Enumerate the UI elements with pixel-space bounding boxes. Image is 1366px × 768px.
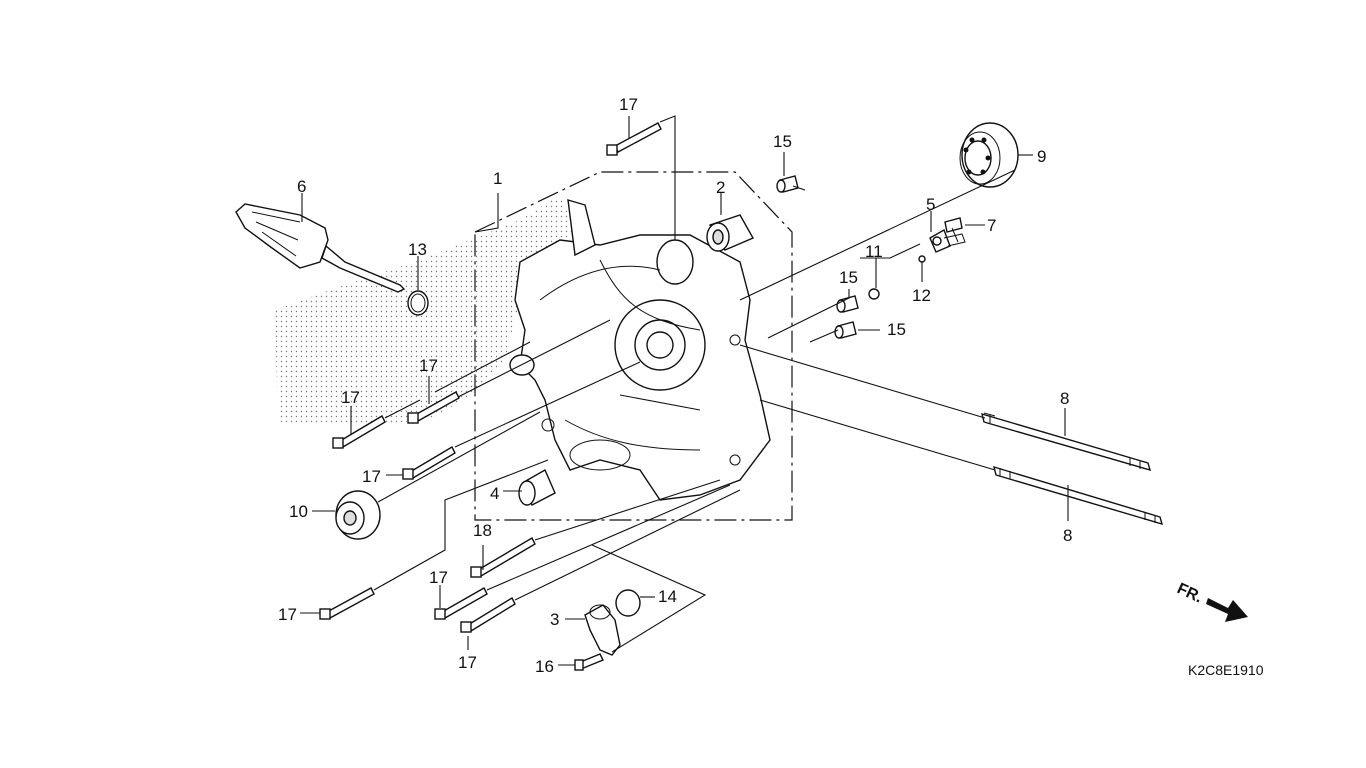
dowel-pin-part-15-top: [776, 175, 799, 193]
label-part-12: 12: [912, 286, 931, 305]
label-part-16: 16: [535, 657, 554, 676]
bolt-part-17-e: [434, 587, 488, 620]
label-part-4: 4: [490, 484, 499, 503]
label-part-17-b: 17: [341, 388, 360, 407]
label-part-17-top: 17: [619, 95, 638, 114]
label-part-15-mid: 15: [839, 268, 858, 287]
front-indicator-label: FR.: [1174, 580, 1205, 606]
label-part-8-bottom: 8: [1063, 526, 1072, 545]
label-part-17-a: 17: [419, 356, 438, 375]
dipstick-part-6: [235, 203, 406, 293]
label-part-17-c: 17: [362, 467, 381, 486]
label-part-7: 7: [987, 216, 996, 235]
oil-seal-part-10: [335, 490, 381, 540]
bearing-part-9: [959, 122, 1019, 188]
bolt-part-17-f: [460, 597, 516, 633]
o-ring-part-14: [615, 589, 641, 617]
washer-part-12: [918, 255, 926, 263]
label-part-17-e: 17: [429, 568, 448, 587]
label-part-3: 3: [550, 610, 559, 629]
label-part-13: 13: [408, 240, 427, 259]
bolt-part-18: [470, 537, 536, 578]
label-part-11: 11: [865, 242, 883, 261]
bolt-part-17-d: [319, 587, 375, 620]
stud-bolt-part-8-top: [981, 412, 1152, 472]
collar-part-2: [706, 214, 754, 252]
label-part-2: 2: [716, 178, 725, 197]
dowel-pin-part-15-low: [834, 321, 857, 339]
label-part-8-top: 8: [1060, 389, 1069, 408]
assembly-frame: [474, 171, 793, 521]
label-part-14: 14: [658, 587, 677, 606]
label-part-1: 1: [493, 169, 502, 188]
label-part-17-f: 17: [458, 653, 477, 672]
cover-part-3: [584, 604, 621, 656]
label-part-10: 10: [289, 502, 308, 521]
label-part-5: 5: [926, 195, 935, 214]
washer-part-11: [868, 288, 880, 300]
bolt-part-17-a: [407, 391, 460, 424]
bolt-part-17-c: [402, 446, 456, 480]
label-part-17-d: 17: [278, 605, 297, 624]
bolt-part-16: [574, 653, 604, 671]
label-part-15-low: 15: [887, 320, 906, 339]
front-arrow-icon: [1206, 598, 1248, 622]
label-part-9: 9: [1037, 147, 1046, 166]
label-part-15-top: 15: [773, 132, 792, 151]
label-part-6: 6: [297, 177, 306, 196]
clip-part-5: [929, 228, 966, 253]
collar-part-4: [518, 469, 556, 506]
drawing-code: K2C8E1910: [1188, 662, 1264, 678]
stud-bolt-part-8-bottom: [993, 465, 1164, 526]
label-part-18: 18: [473, 521, 492, 540]
crankcase-cover: [509, 199, 771, 501]
bolt-part-17-b: [332, 415, 386, 449]
bolt-part-17-top: [606, 122, 662, 156]
leader-lines: [300, 115, 1069, 666]
bolt-part-7: [944, 217, 963, 243]
